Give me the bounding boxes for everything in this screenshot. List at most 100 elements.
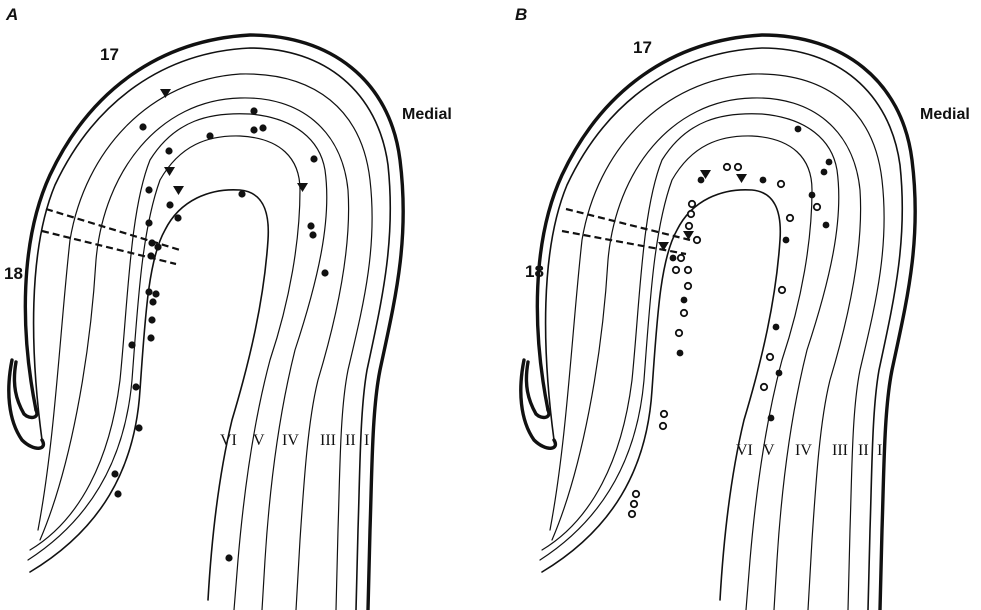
open-cell-dot	[735, 164, 741, 170]
filled-cell-dot	[145, 219, 152, 226]
filled-cell-dot	[259, 124, 266, 131]
filled-cell-dot	[783, 237, 790, 244]
area-border-dashed-upper-a	[46, 209, 180, 250]
open-cell-dot	[673, 267, 679, 273]
filled-cell-dot	[250, 126, 257, 133]
filled-cell-dot	[174, 214, 181, 221]
open-cell-dot	[660, 423, 666, 429]
layer-label-iv-b: IV	[795, 442, 812, 459]
layer-label-ii-a: II	[345, 432, 356, 449]
open-cell-dot	[689, 201, 695, 207]
layer-label-vi-a: VI	[220, 432, 237, 449]
area-17-label-a: 17	[100, 45, 119, 64]
filled-cell-dot	[826, 159, 833, 166]
filled-cell-dot	[154, 243, 161, 250]
filled-cell-dot	[147, 334, 154, 341]
white-matter-boundary-a	[30, 190, 268, 600]
panel-b: B 17 18 Medial VI V IV III II I	[515, 5, 970, 610]
open-cell-dot	[688, 211, 694, 217]
filled-cell-dot	[776, 370, 783, 377]
filled-cell-dot	[670, 255, 677, 262]
filled-cell-dot	[145, 186, 152, 193]
layer-v-boundary-a	[28, 136, 300, 610]
filled-cell-dot	[225, 554, 232, 561]
filled-cell-dot	[795, 126, 802, 133]
layer-label-iii-a: III	[320, 432, 336, 449]
open-cell-dot	[685, 267, 691, 273]
filled-cell-dot	[677, 350, 684, 357]
medial-label-a: Medial	[402, 106, 452, 123]
white-matter-boundary-b	[542, 190, 780, 600]
open-cell-dot	[767, 354, 773, 360]
filled-cell-dot	[321, 269, 328, 276]
panel-letter-a: A	[5, 5, 18, 24]
panel-letter-b: B	[515, 5, 527, 24]
open-cell-dot	[761, 384, 767, 390]
open-cell-dot	[724, 164, 730, 170]
open-cell-dot	[685, 283, 691, 289]
open-cell-dot	[631, 501, 637, 507]
markers-a	[111, 89, 328, 562]
panel-a: A 17 18 Medial VI V IV III II I	[4, 5, 452, 610]
open-cell-dot	[676, 330, 682, 336]
layer-label-vi-b: VI	[736, 442, 753, 459]
medial-label-b: Medial	[920, 106, 970, 123]
filled-cell-dot	[148, 316, 155, 323]
filled-cell-dot	[698, 177, 705, 184]
open-cell-dot	[629, 511, 635, 517]
filled-cell-dot	[111, 470, 118, 477]
layer-iii-boundary-a	[40, 98, 349, 610]
area-18-label-a: 18	[4, 264, 23, 283]
triangle-marker	[736, 174, 747, 183]
filled-cell-dot	[809, 192, 816, 199]
filled-cell-dot	[147, 252, 154, 259]
layer-label-i-a: I	[364, 432, 369, 449]
area-17-label-b: 17	[633, 38, 652, 57]
filled-cell-dot	[145, 288, 152, 295]
filled-cell-dot	[135, 424, 142, 431]
filled-cell-dot	[128, 341, 135, 348]
open-cell-dot	[778, 181, 784, 187]
filled-cell-dot	[238, 190, 245, 197]
open-cell-dot	[681, 310, 687, 316]
layer-label-iv-a: IV	[282, 432, 299, 449]
area-18-label-b: 18	[525, 262, 544, 281]
layer-label-i-b: I	[877, 442, 882, 459]
open-cell-dot	[686, 223, 692, 229]
open-cell-dot	[787, 215, 793, 221]
layer-label-ii-b: II	[858, 442, 869, 459]
open-cell-dot	[633, 491, 639, 497]
open-cell-dot	[779, 287, 785, 293]
layer-iv-boundary-b	[542, 114, 839, 610]
filled-cell-dot	[821, 169, 828, 176]
filled-cell-dot	[681, 297, 688, 304]
open-cell-dot	[661, 411, 667, 417]
filled-cell-dot	[768, 415, 775, 422]
open-cell-dot	[814, 204, 820, 210]
filled-cell-dot	[139, 123, 146, 130]
layer-v-boundary-b	[540, 136, 812, 610]
filled-cell-dot	[165, 147, 172, 154]
filled-cell-dot	[760, 177, 767, 184]
filled-cell-dot	[206, 132, 213, 139]
filled-cell-dot	[166, 201, 173, 208]
layer-label-v-b: V	[763, 442, 775, 459]
triangle-marker	[173, 186, 184, 195]
filled-cell-dot	[250, 107, 257, 114]
filled-cell-dot	[149, 298, 156, 305]
filled-cell-dot	[773, 324, 780, 331]
triangle-marker	[297, 183, 308, 192]
filled-cell-dot	[152, 290, 159, 297]
filled-cell-dot	[310, 155, 317, 162]
open-cell-dot	[678, 255, 684, 261]
filled-cell-dot	[114, 490, 121, 497]
open-cell-dot	[694, 237, 700, 243]
filled-cell-dot	[823, 222, 830, 229]
filled-cell-dot	[307, 222, 314, 229]
layer-label-iii-b: III	[832, 442, 848, 459]
layer-label-v-a: V	[253, 432, 265, 449]
filled-cell-dot	[309, 231, 316, 238]
filled-cell-dot	[132, 383, 139, 390]
filled-cell-dot	[148, 239, 155, 246]
